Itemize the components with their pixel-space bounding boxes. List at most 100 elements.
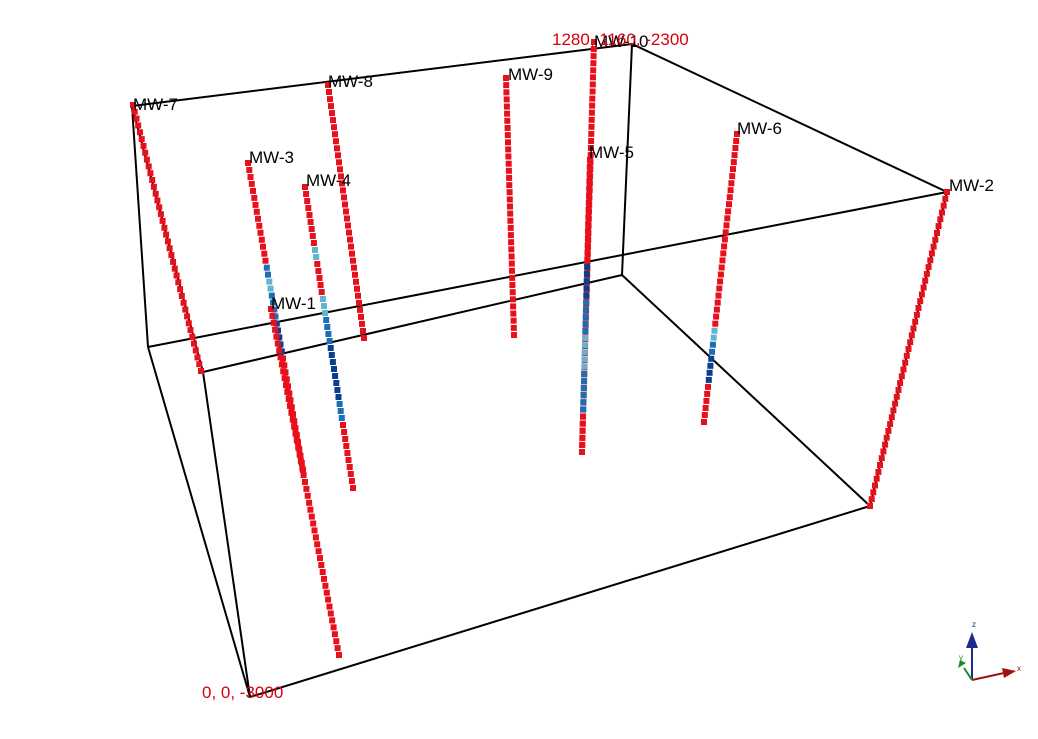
well-sample-marker: [253, 208, 260, 215]
well-sample-marker: [293, 437, 300, 444]
well-sample-marker: [579, 441, 586, 448]
well-sample-marker: [355, 292, 361, 299]
well-sample-marker: [726, 194, 733, 201]
well-sample-marker: [510, 303, 517, 310]
well-sample-marker: [585, 221, 592, 228]
well-sample-marker: [895, 387, 902, 393]
well-sample-marker: [351, 264, 357, 271]
well-sample-marker: [344, 215, 350, 222]
well-sample-marker: [268, 306, 274, 312]
well-sample-marker: [346, 229, 352, 236]
well-sample-marker: [508, 239, 515, 246]
well-mw-7: [130, 102, 204, 374]
well-sample-marker: [345, 222, 351, 229]
well-sample-marker: [318, 562, 325, 568]
well-sample-marker: [245, 160, 251, 166]
well-sample-marker: [349, 250, 355, 257]
well-sample-marker: [711, 327, 718, 334]
well-sample-marker: [302, 184, 308, 190]
well-sample-marker: [252, 201, 259, 208]
well-sample-marker: [341, 194, 347, 201]
well-sample-marker: [319, 296, 326, 302]
well-sample-marker: [322, 310, 329, 316]
well-sample-marker: [343, 208, 349, 215]
well-sample-marker: [164, 238, 171, 245]
well-sample-marker: [157, 211, 164, 218]
box-edge: [147, 191, 948, 348]
well-label-mw-9: MW-9: [508, 65, 553, 84]
well-sample-marker: [885, 427, 892, 434]
box-edge: [631, 43, 948, 193]
well-sample-marker: [131, 108, 138, 115]
well-sample-marker: [507, 203, 513, 210]
well-sample-marker: [304, 198, 311, 204]
well-sample-marker: [311, 527, 318, 534]
box-edge: [131, 105, 149, 348]
well-sample-marker: [336, 401, 343, 407]
well-sample-marker: [890, 407, 897, 414]
well-sample-marker: [330, 117, 336, 124]
well-sample-marker: [198, 368, 204, 374]
well-sample-marker: [583, 299, 590, 306]
well-mw-9: [503, 75, 517, 338]
well-sample-marker: [725, 208, 732, 215]
well-sample-marker: [925, 264, 932, 271]
well-sample-marker: [276, 347, 283, 354]
well-sample-marker: [718, 264, 725, 271]
well-sample-marker: [272, 326, 279, 333]
bounding-box: [131, 43, 948, 698]
well-sample-marker: [337, 408, 344, 414]
well-sample-marker: [877, 462, 883, 468]
well-sample-marker: [868, 496, 875, 503]
well-sample-marker: [340, 422, 346, 428]
well-sample-marker: [730, 159, 737, 166]
well-sample-marker: [325, 82, 331, 88]
well-sample-marker: [288, 409, 295, 416]
well-sample-marker: [930, 243, 937, 250]
well-sample-marker: [586, 178, 593, 185]
well-sample-marker: [250, 187, 256, 194]
well-sample-marker: [353, 278, 359, 285]
well-sample-marker: [149, 177, 156, 183]
arrow-y-icon: [958, 660, 966, 668]
well-sample-marker: [721, 243, 728, 250]
well-sample-marker: [591, 39, 597, 45]
well-sample-marker: [347, 236, 353, 243]
well-sample-marker: [297, 458, 304, 465]
well-sample-marker: [932, 236, 939, 243]
well-sample-marker: [727, 187, 734, 194]
well-sample-marker: [510, 310, 517, 317]
well-label-mw-4: MW-4: [306, 171, 351, 190]
well-sample-marker: [335, 152, 341, 159]
well-sample-marker: [728, 180, 735, 187]
well-sample-marker: [583, 285, 590, 292]
well-sample-marker: [307, 506, 314, 513]
well-sample-marker: [928, 250, 935, 257]
well-sample-marker: [935, 223, 942, 230]
well-sample-marker: [713, 313, 720, 320]
well-mw-4: [302, 184, 356, 491]
well-sample-marker: [918, 291, 925, 298]
well-sample-marker: [314, 261, 321, 267]
well-sample-marker: [703, 397, 710, 404]
well-sample-marker: [897, 380, 904, 387]
well-sample-marker: [273, 333, 280, 340]
max-corner-label: 1280, 1160, -2300: [552, 30, 689, 49]
well-sample-marker: [256, 222, 263, 229]
well-sample-marker: [328, 352, 335, 358]
y-axis-label: y: [959, 653, 963, 662]
well-sample-marker: [583, 278, 590, 285]
well-sample-marker: [341, 429, 348, 435]
well-sample-marker: [267, 285, 274, 292]
well-sample-marker: [722, 229, 729, 236]
well-sample-marker: [255, 215, 261, 222]
well-sample-marker: [581, 342, 588, 349]
well-sample-marker: [184, 313, 191, 320]
well-sample-marker: [721, 236, 728, 243]
well-sample-marker: [582, 320, 589, 327]
well-sample-marker: [939, 209, 945, 216]
well-sample-marker: [589, 95, 596, 102]
well-sample-marker: [510, 317, 517, 324]
